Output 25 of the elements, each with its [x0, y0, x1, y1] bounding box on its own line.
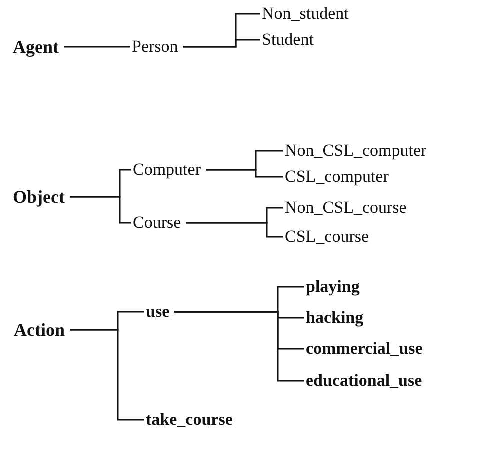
term-label: Non_student	[262, 4, 349, 24]
term-label: Object	[13, 187, 65, 207]
tree-connector	[70, 329, 144, 421]
tree-connector	[70, 196, 131, 224]
tree-connector	[186, 222, 283, 238]
tree-connector	[206, 169, 283, 178]
tree-connector	[183, 39, 260, 48]
term-label: commercial_use	[306, 339, 423, 359]
term-label: CSL_computer	[285, 167, 389, 187]
term-label: Non_CSL_course	[285, 198, 407, 218]
term-label: use	[146, 302, 170, 322]
term-label: Student	[262, 30, 314, 50]
term-label: Person	[132, 37, 178, 57]
term-label: CSL_course	[285, 227, 370, 247]
term-label: educational_use	[306, 371, 422, 391]
term-label: hacking	[306, 308, 364, 328]
term-label: Action	[14, 320, 65, 340]
tree-connector	[64, 46, 130, 48]
term-label: Non_CSL_computer	[285, 141, 427, 161]
tree-connector	[174, 311, 304, 382]
term-label: Course	[133, 213, 182, 233]
term-label: take_course	[146, 410, 233, 430]
term-label: playing	[306, 277, 360, 297]
term-label: Agent	[13, 37, 59, 57]
term-label: Computer	[133, 160, 201, 180]
